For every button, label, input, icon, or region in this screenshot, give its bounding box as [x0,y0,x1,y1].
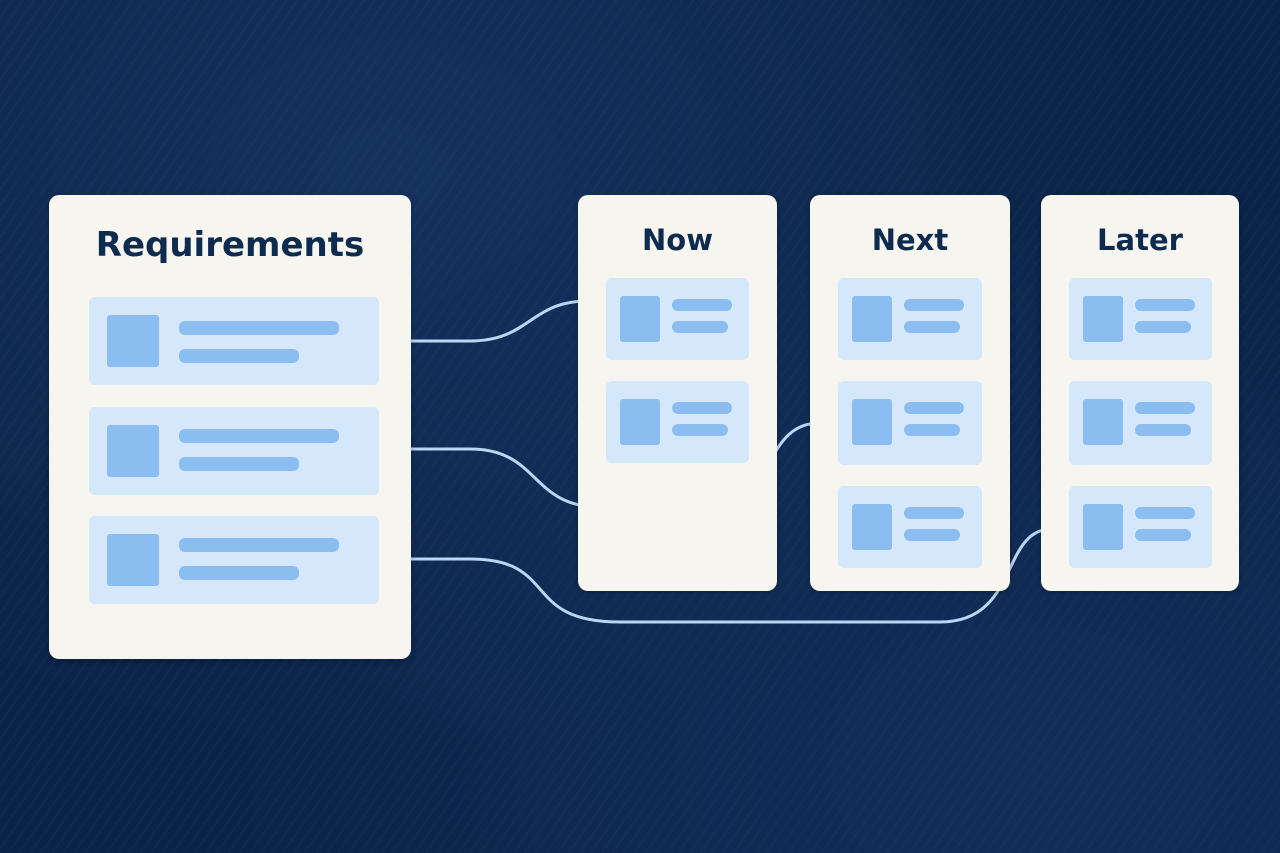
card-text-line [1135,424,1191,436]
requirements-panel: Requirements [49,195,411,659]
card-thumbnail [107,425,159,477]
card-thumbnail [620,399,660,445]
column-title-next: Next [871,223,949,257]
column-title-now: Now [642,223,713,257]
card-text-line [904,299,964,311]
card-thumbnail [107,315,159,367]
card-thumbnail [852,504,892,550]
card-text-line [179,457,299,471]
column-later: Later [1041,195,1239,591]
card-text-line [179,566,299,580]
roadmap-card[interactable] [606,278,749,360]
card-thumbnail [852,296,892,342]
card-text-line [1135,507,1195,519]
card-text-line [1135,299,1195,311]
roadmap-card[interactable] [606,381,749,463]
roadmap-card[interactable] [1069,381,1212,465]
column-now: Now [578,195,777,591]
card-text-line [1135,321,1191,333]
card-thumbnail [1083,504,1123,550]
card-thumbnail [1083,296,1123,342]
roadmap-card[interactable] [1069,278,1212,360]
card-text-line [672,402,732,414]
card-text-line [1135,529,1191,541]
card-text-line [672,321,728,333]
roadmap-card[interactable] [838,486,982,568]
requirements-title: Requirements [95,225,365,265]
column-title-later: Later [1097,223,1183,257]
roadmap-card[interactable] [1069,486,1212,568]
card-text-line [672,299,732,311]
column-next: Next [810,195,1010,591]
card-thumbnail [1083,399,1123,445]
card-thumbnail [852,399,892,445]
card-text-line [904,507,964,519]
roadmap-card[interactable] [838,278,982,360]
card-text-line [179,538,339,552]
card-text-line [672,424,728,436]
requirement-card[interactable] [89,297,379,385]
connector-req1-now1 [398,299,589,343]
card-text-line [179,321,339,335]
card-text-line [1135,402,1195,414]
connector-req3-later3 [398,527,1053,624]
requirement-card[interactable] [89,516,379,604]
card-thumbnail [620,296,660,342]
card-text-line [904,529,960,541]
card-text-line [904,321,960,333]
card-text-line [179,349,299,363]
card-thumbnail [107,534,159,586]
card-text-line [904,402,964,414]
card-text-line [179,429,339,443]
card-text-line [904,424,960,436]
roadmap-card[interactable] [838,381,982,465]
requirement-card[interactable] [89,407,379,495]
